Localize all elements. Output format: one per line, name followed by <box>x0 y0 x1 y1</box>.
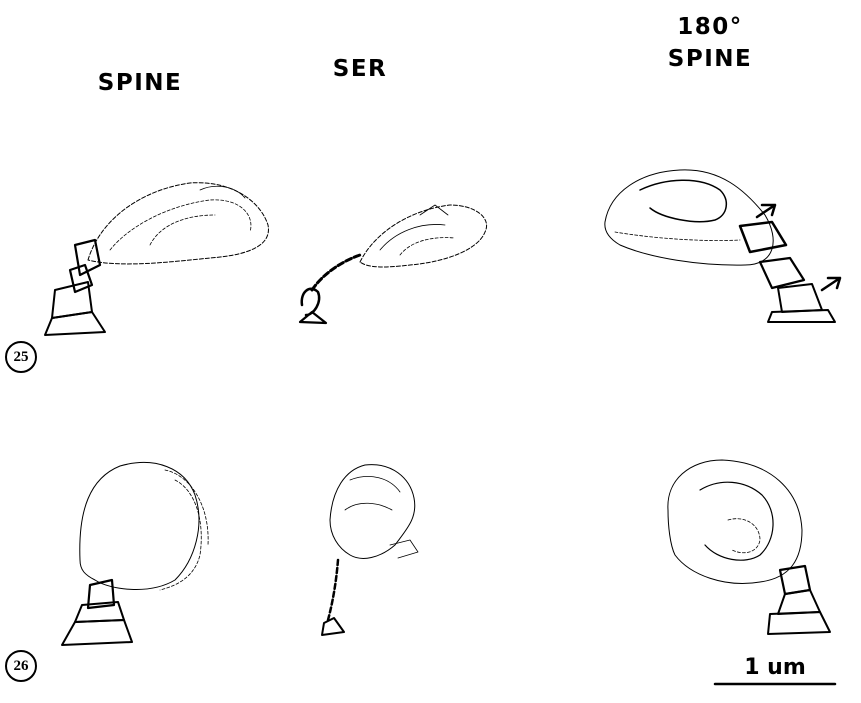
spine-180-reconstruction-25 <box>605 170 840 322</box>
spine-180-reconstruction-26 <box>668 460 830 634</box>
spine-reconstruction-26 <box>62 463 208 645</box>
ser-reconstruction-25 <box>300 205 487 323</box>
ser-reconstruction-26 <box>322 465 418 635</box>
spine-reconstruction-25 <box>45 183 268 335</box>
